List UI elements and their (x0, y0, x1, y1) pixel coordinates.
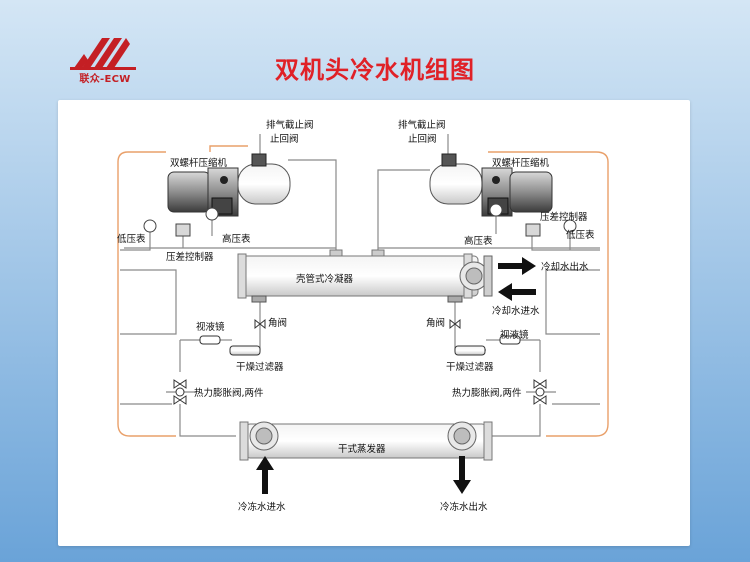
label-evaporator: 干式蒸发器 (338, 443, 386, 455)
page-title: 双机头冷水机组图 (275, 56, 475, 84)
diagram-panel (58, 100, 690, 546)
label-compressor-right: 双螺杆压缩机 (492, 157, 550, 169)
label-expansion-right: 热力膨胀阀,两件 (452, 387, 522, 399)
label-high-gauge-left: 高压表 (222, 233, 251, 245)
label-check-valve-right: 止回阀 (408, 133, 437, 145)
label-high-gauge-right: 高压表 (464, 235, 493, 247)
label-check-valve-left: 止回阀 (270, 133, 299, 145)
labels: 排气截止阀 止回阀 排气截止阀 止回阀 双螺杆压缩机 双螺杆压缩机 低压表 高压… (117, 119, 595, 513)
logo-mark-icon (70, 38, 136, 70)
condenser-shell (237, 249, 493, 303)
label-angle-valve-right: 角阀 (426, 317, 445, 329)
label-chilled-in: 冷冻水进水 (238, 501, 286, 513)
logo-text: 联众-ECW (79, 74, 131, 85)
label-condenser: 壳管式冷凝器 (296, 273, 354, 285)
label-discharge-valve-left: 排气截止阀 (266, 119, 314, 131)
valve-icon (173, 318, 547, 405)
label-angle-valve-left: 角阀 (268, 317, 287, 329)
refrigerant-loop-orange (117, 145, 609, 437)
label-cooling-in: 冷却水进水 (492, 305, 540, 317)
label-filter-right: 干燥过滤器 (446, 361, 494, 373)
label-diff-controller-left: 压差控制器 (166, 251, 214, 263)
evaporator-shell (239, 421, 493, 461)
label-low-gauge-left: 低压表 (117, 233, 146, 245)
label-sight-glass-left: 视液镜 (196, 321, 225, 333)
label-sight-glass-right: 视液镜 (500, 329, 529, 341)
logo: 联众-ECW (60, 34, 150, 86)
filter-drier-icon (229, 345, 486, 356)
compressor-left (167, 153, 291, 217)
label-filter-left: 干燥过滤器 (236, 361, 284, 373)
label-cooling-out: 冷却水出水 (541, 261, 589, 273)
pressure-controller-icon (175, 223, 541, 237)
label-discharge-valve-right: 排气截止阀 (398, 119, 446, 131)
label-diff-controller-right: 压差控制器 (540, 211, 588, 223)
label-expansion-left: 热力膨胀阀,两件 (194, 387, 264, 399)
label-low-gauge-right: 低压表 (566, 229, 595, 241)
label-compressor-left: 双螺杆压缩机 (170, 157, 228, 169)
sight-glass-icon (199, 335, 521, 345)
label-chilled-out: 冷冻水出水 (440, 501, 488, 513)
pressure-gauge-icon (143, 203, 577, 233)
flow-arrow-icon (256, 257, 536, 494)
